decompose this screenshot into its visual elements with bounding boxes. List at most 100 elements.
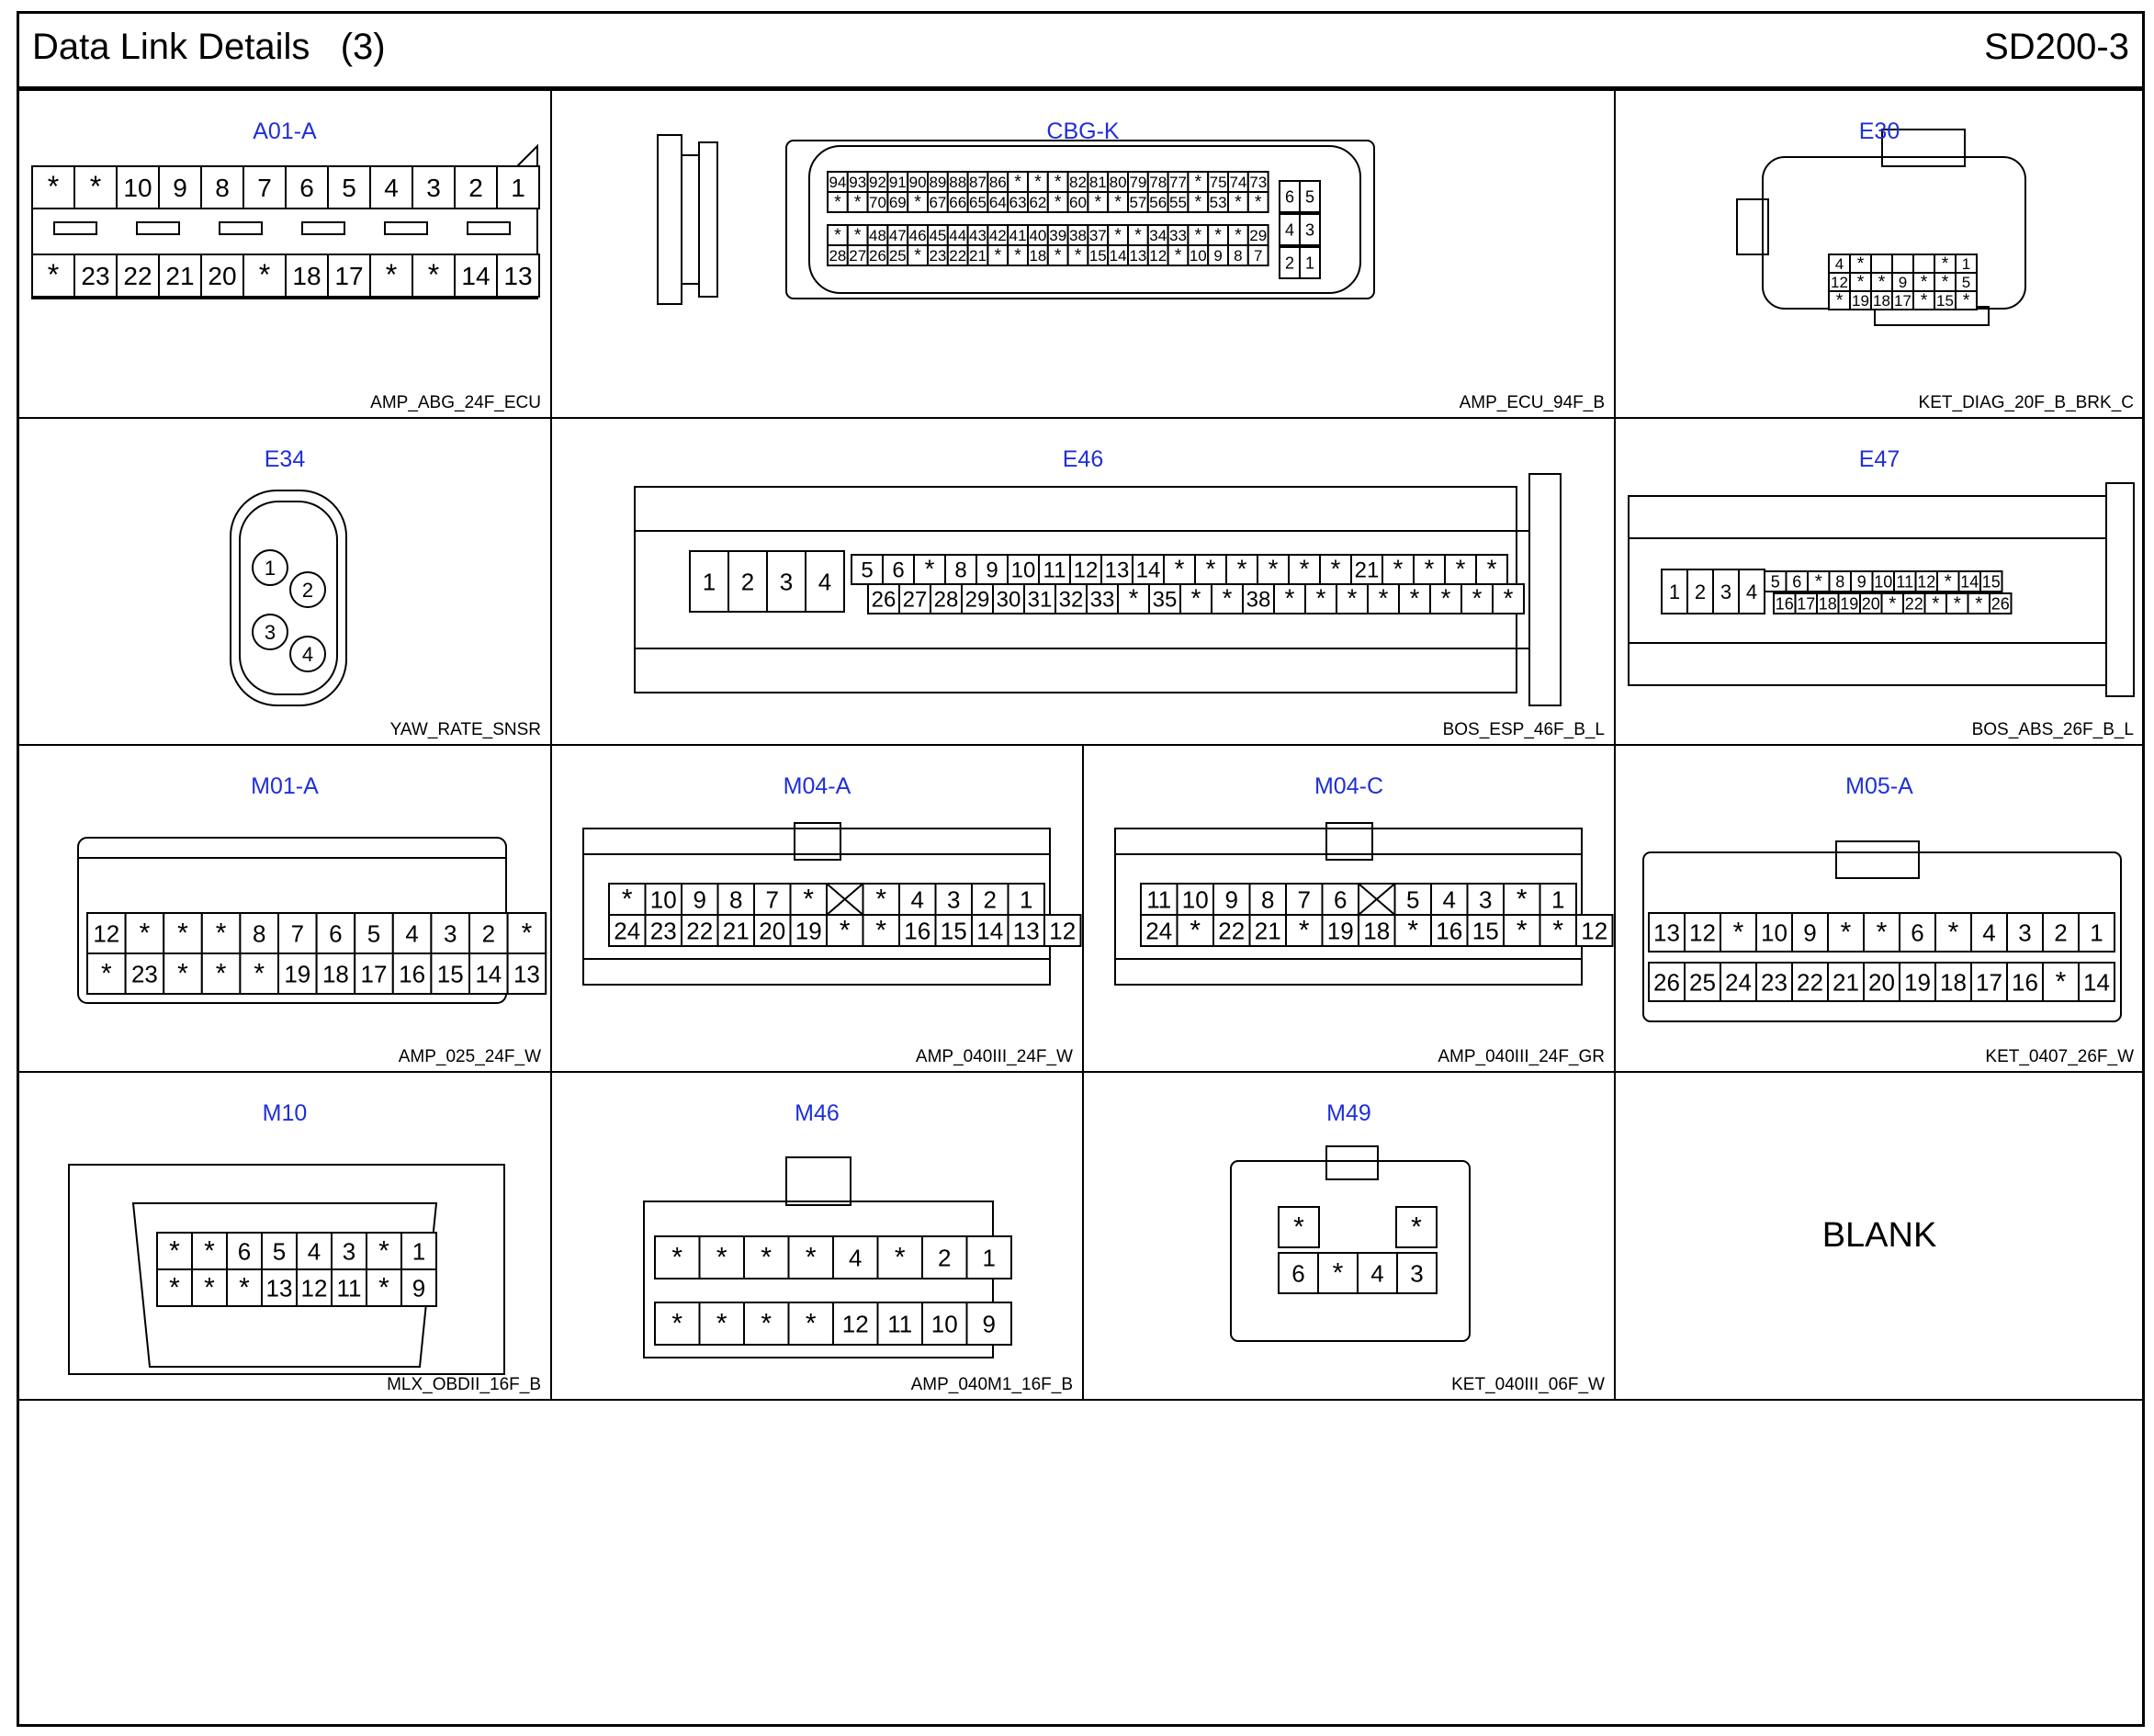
pin-number: 23 (81, 262, 109, 290)
pin-number: 6 (329, 919, 342, 947)
pin-cell: 4 (1738, 569, 1765, 614)
unused-pin: * (1014, 245, 1021, 265)
pin-cell: 13 (1648, 912, 1686, 953)
connector-id: M04-C (1314, 773, 1383, 799)
pin-cell-box (1367, 583, 1400, 614)
pin-cell-box (1350, 554, 1383, 585)
pin-cell: * (191, 1268, 228, 1307)
pin-cell-box (1912, 254, 1935, 274)
unused-pin: * (761, 1308, 772, 1338)
unused-pin: * (1054, 192, 1062, 212)
pin-cell-box (1891, 254, 1914, 274)
pin-number: 2 (984, 885, 997, 913)
pin-number: 8 (1234, 247, 1242, 265)
pin-number: 15 (1472, 917, 1499, 944)
pin-cell-box (689, 550, 729, 613)
pin-cell: 55 (1167, 191, 1190, 213)
pin-cell: 3 (934, 883, 973, 916)
pin-cell: * (124, 912, 165, 954)
pin-number: 2 (2054, 919, 2067, 946)
pin-number: 14 (1136, 558, 1161, 583)
unused-pin: * (622, 884, 633, 914)
pin-cell-box (766, 550, 806, 613)
pin-number: 17 (1894, 292, 1912, 310)
pin-number: 21 (969, 247, 987, 265)
pin-number: 67 (929, 194, 946, 211)
pin-cell: * (1117, 583, 1150, 614)
page-code: SD200-3 (1984, 27, 2129, 67)
pin-number: 3 (1305, 220, 1314, 239)
pin-cell: * (846, 224, 869, 246)
pin-number: 89 (929, 174, 946, 191)
pin-cell-box (1955, 290, 1978, 310)
pin-cell-box (454, 254, 498, 298)
pin-number: 12 (1689, 919, 1716, 946)
pin-cell-box (1575, 914, 1614, 947)
pin-cell: * (787, 1302, 834, 1346)
pin-number: 44 (949, 227, 966, 244)
pin-cell: 4 (1279, 213, 1301, 246)
unused-pin: * (1456, 555, 1466, 583)
unused-pin: * (806, 1242, 817, 1272)
pin-cell-box (73, 254, 118, 298)
pin-cell: 92 (866, 171, 889, 193)
pin-cell-box (506, 912, 547, 954)
pin-number: 14 (1110, 247, 1127, 265)
pin-cell-box (1720, 912, 1757, 953)
pin-cell-box (961, 583, 994, 614)
pin-cell: 18 (1027, 244, 1049, 266)
pin-cell: 6 (226, 1232, 263, 1270)
pin-cell-box (805, 550, 845, 613)
pin-cell-box (753, 914, 792, 947)
unused-pin: * (1255, 192, 1262, 212)
pin-number: 47 (889, 227, 907, 244)
pin-cell: * (242, 254, 287, 298)
pin-cell-box (1684, 962, 1721, 1002)
pin-number: 1 (412, 1237, 425, 1265)
pin-cell: * (1807, 570, 1831, 592)
unused-pin: * (1094, 192, 1101, 212)
pin-cell: 12 (1684, 912, 1721, 953)
pin-cell: * (1849, 254, 1872, 274)
pin-cell-box (1038, 554, 1071, 585)
pin-cell: 40 (1027, 224, 1049, 246)
pin-number: 24 (1145, 917, 1172, 944)
pin-number: 79 (1129, 174, 1146, 191)
pin-cell: 29 (1246, 224, 1269, 246)
pin-cell: 1 (496, 165, 540, 209)
pin-number: 24 (614, 917, 640, 944)
pin-cell: 21 (716, 914, 755, 947)
pin-number: 30 (997, 588, 1021, 613)
pin-cell: 1 (689, 550, 729, 613)
pin-number: 7 (1298, 885, 1311, 913)
pin-cell: * (163, 953, 203, 995)
pin-number: 24 (1725, 968, 1752, 996)
pin-cell: 22 (681, 914, 719, 947)
pin-cell: 10 (1176, 883, 1214, 916)
pin-cell: 38 (1066, 224, 1089, 246)
top-latch (1325, 1145, 1379, 1180)
pin-number: 8 (1835, 572, 1844, 591)
pin-cell: 9 (965, 1302, 1012, 1346)
pin-cell-box (1212, 914, 1251, 947)
pin-number: 26 (869, 247, 886, 265)
pin-cell: 12 (1146, 244, 1169, 266)
pin-cell: 17 (1970, 962, 2008, 1002)
pin-cell: 31 (1023, 583, 1056, 614)
pin-cell-box (1211, 583, 1244, 614)
pin-number: 45 (929, 227, 946, 244)
pin-cell-box (1299, 246, 1321, 279)
pin-cell: 37 (1087, 224, 1110, 246)
pin-number: 82 (1069, 174, 1087, 191)
pin-number: 26 (872, 588, 897, 613)
pin-cell: * (226, 1268, 263, 1307)
pin-number: 13 (513, 960, 540, 987)
pin-cell-box (1398, 583, 1431, 614)
pin-number: 33 (1169, 227, 1187, 244)
pin-cell: 64 (987, 191, 1009, 213)
connector-id: A01-A (253, 118, 317, 144)
